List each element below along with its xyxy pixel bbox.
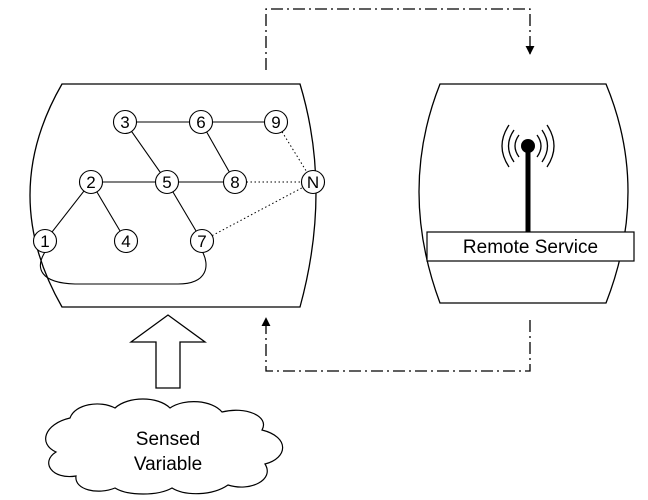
sensor-network-container — [29, 83, 317, 308]
network-link-3-5 — [131, 131, 161, 173]
network-link-2-1 — [51, 190, 85, 233]
node-circle — [32, 228, 58, 254]
sensed-variable-cloud — [45, 398, 284, 495]
node-label: 1 — [40, 232, 49, 251]
node-label: 8 — [230, 173, 239, 192]
sensor-node-6: 6 — [188, 109, 214, 135]
uplink-flow-arrow — [265, 8, 535, 70]
node-circle — [154, 169, 180, 195]
node-label: 2 — [86, 173, 95, 192]
sensor-node-8: 8 — [222, 169, 248, 195]
cloud-label-line2: Variable — [134, 454, 202, 475]
node-circle — [300, 169, 326, 195]
node-label: 4 — [121, 232, 130, 251]
network-link-5-7 — [172, 191, 197, 232]
node-circle — [263, 109, 289, 135]
node-circle — [112, 109, 138, 135]
node-label: 9 — [271, 113, 280, 132]
sink-node: N — [300, 169, 326, 195]
wireless-link-7-N — [211, 186, 304, 237]
node-label: 7 — [197, 232, 206, 251]
sensor-node-1: 1 — [32, 228, 58, 254]
node-label: 5 — [162, 173, 171, 192]
node-label: 3 — [120, 113, 129, 132]
remote-service-container — [418, 83, 629, 304]
remote-service-box — [426, 231, 635, 262]
sensor-node-7: 7 — [189, 228, 215, 254]
downlink-flow-arrow — [261, 317, 531, 372]
wireless-antenna-icon — [501, 124, 555, 232]
cloud-label-line1: Sensed — [136, 429, 200, 450]
node-circle — [113, 228, 139, 254]
node-label: N — [307, 173, 319, 192]
network-link-6-8 — [206, 131, 230, 173]
network-nodes: 1 2 3 4 5 6 7 8 9N — [32, 109, 326, 254]
node-circle — [78, 169, 104, 195]
sensor-node-9: 9 — [263, 109, 289, 135]
network-link-2-4 — [96, 191, 121, 232]
up-arrow-icon — [129, 314, 207, 389]
sensor-node-4: 4 — [113, 228, 139, 254]
node-circle — [188, 109, 214, 135]
sensor-node-3: 3 — [112, 109, 138, 135]
node-circle — [189, 228, 215, 254]
node-circle — [222, 169, 248, 195]
sensor-node-5: 5 — [154, 169, 180, 195]
remote-service-label: Remote Service — [463, 237, 598, 258]
loop-link-1-7 — [40, 250, 207, 285]
network-links — [51, 121, 308, 237]
sensor-node-2: 2 — [78, 169, 104, 195]
node-label: 6 — [196, 113, 205, 132]
